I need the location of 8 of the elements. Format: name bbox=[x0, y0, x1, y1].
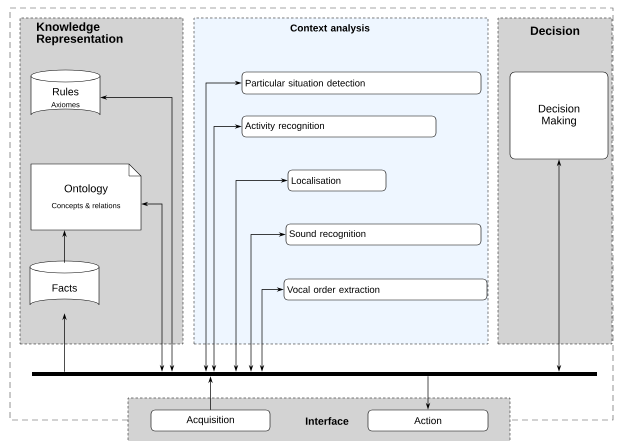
process-box: Sound recognition bbox=[286, 224, 482, 246]
process-box: Particular situation detection bbox=[242, 72, 482, 94]
process-box: Activity recognition bbox=[242, 116, 436, 138]
process-box: Vocal order extraction bbox=[284, 278, 488, 300]
process-box: Decision Making bbox=[510, 72, 608, 160]
process-box: Acquisition bbox=[150, 410, 270, 432]
process-box: Localisation bbox=[288, 170, 386, 192]
process-box: Action bbox=[368, 410, 488, 432]
